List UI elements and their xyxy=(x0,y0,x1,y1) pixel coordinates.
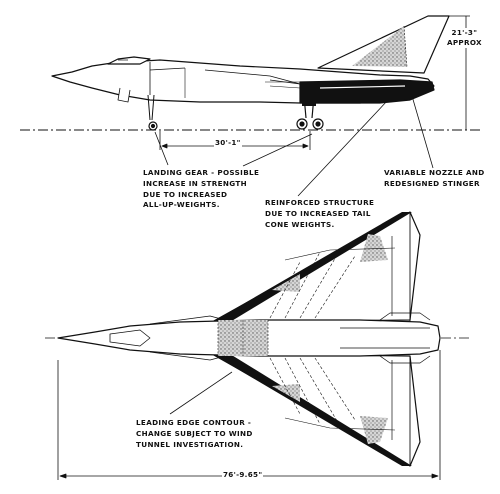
fin-stippled-area xyxy=(352,26,407,67)
canopy xyxy=(107,56,151,65)
leading-edge-callout: LEADING EDGE CONTOUR - CHANGE SUBJECT TO… xyxy=(136,418,253,449)
callout-leaders xyxy=(154,95,434,197)
landing-gear-callout: LANDING GEAR - POSSIBLE INCREASE IN STRE… xyxy=(143,168,260,210)
length-dimension-label: 76'-9.65" xyxy=(222,470,264,479)
nose-gear xyxy=(147,94,155,121)
reinforced-structure-callout: REINFORCED STRUCTURE DUE TO INCREASED TA… xyxy=(265,198,375,229)
height-dimension-label: 21'-3" APPROX xyxy=(446,28,483,48)
track-dimension-label: 30'-1" xyxy=(214,138,242,147)
height-value: 21'-3" xyxy=(451,28,478,37)
plan-view xyxy=(45,211,470,480)
nozzle xyxy=(299,79,435,104)
lower-leading-edge xyxy=(212,354,412,466)
side-view xyxy=(20,15,480,197)
variable-nozzle-callout: VARIABLE NOZZLE AND REDESIGNED STINGER xyxy=(384,168,485,188)
height-note: APPROX xyxy=(447,38,482,47)
